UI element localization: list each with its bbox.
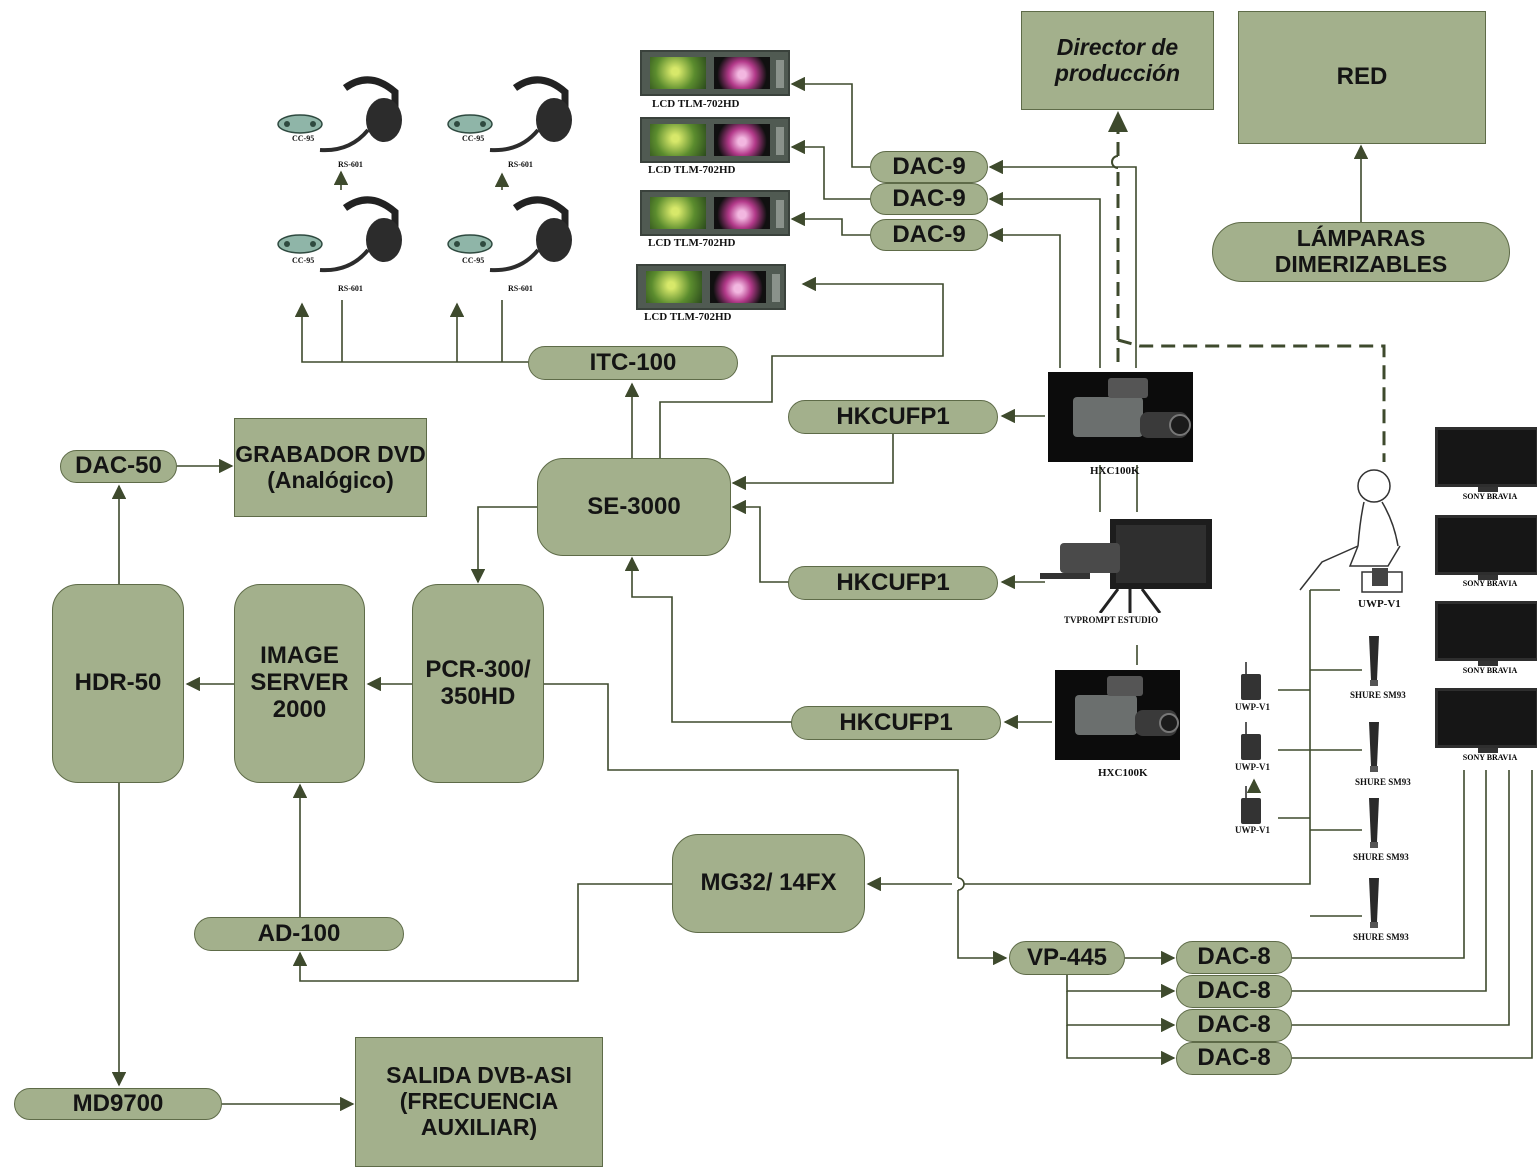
bodypack-icon (1241, 786, 1261, 824)
teleprompter-icon (1040, 519, 1212, 613)
sony-label: SONY BRAVIA (1462, 579, 1518, 588)
bodypack-icon (1241, 722, 1261, 760)
camera-label-bottom: HXC100K (1098, 767, 1148, 779)
sony-label: SONY BRAVIA (1462, 492, 1518, 501)
microphone-icon (1369, 878, 1379, 928)
sony-label: SONY BRAVIA (1462, 666, 1518, 675)
rs601-label: RS-601 (508, 160, 533, 169)
presenter-icon (1299, 469, 1403, 593)
cc95-label: CC-95 (462, 134, 485, 143)
itc100-box: ITC-100 (528, 346, 738, 380)
prompter-label: TVPROMPT ESTUDIO (1064, 615, 1159, 625)
director-box: Director de producción (1021, 11, 1214, 110)
microphone-icon (1369, 722, 1379, 772)
lcd-label-4: LCD TLM-702HD (644, 311, 732, 323)
lamparas-box: LÁMPARAS DIMERIZABLES (1212, 222, 1510, 282)
tv-icon (1435, 515, 1537, 580)
red-box: RED (1238, 11, 1486, 144)
shure-label: SHURE SM93 (1350, 690, 1406, 700)
hkcufp1-box-3: HKCUFP1 (791, 706, 1001, 740)
dac8-box-1: DAC-8 (1176, 941, 1292, 974)
ad100-box: AD-100 (194, 917, 404, 951)
tv-icon (1435, 688, 1537, 753)
dac8-box-2: DAC-8 (1176, 975, 1292, 1008)
microphone-icon (1369, 798, 1379, 848)
lcd-label-3: LCD TLM-702HD (648, 237, 736, 249)
camera-label-top: HXC100K (1090, 465, 1140, 477)
dac9-box-3: DAC-9 (870, 219, 988, 251)
camera-icon (1048, 372, 1193, 462)
lcd-monitor-icon (636, 264, 786, 310)
dac8-box-4: DAC-8 (1176, 1042, 1292, 1075)
lcd-monitor-icon (640, 50, 790, 96)
mg32-box: MG32/ 14FX (672, 834, 865, 933)
cc95-label: CC-95 (292, 134, 315, 143)
pcr-box: PCR-300/ 350HD (412, 584, 544, 783)
lcd-label-1: LCD TLM-702HD (652, 98, 740, 110)
shure-label: SHURE SM93 (1355, 777, 1411, 787)
tv-icon (1435, 427, 1537, 492)
grabador-box: GRABADOR DVD (Analógico) (234, 418, 427, 517)
salida-box: SALIDA DVB-ASI (FRECUENCIA AUXILIAR) (355, 1037, 603, 1167)
cc95-label: CC-95 (292, 256, 315, 265)
tv-icon (1435, 601, 1537, 666)
md9700-box: MD9700 (14, 1088, 222, 1120)
rs601-label: RS-601 (338, 160, 363, 169)
lcd-monitor-icon (640, 190, 790, 236)
dac9-box-2: DAC-9 (870, 183, 988, 215)
shure-label: SHURE SM93 (1353, 932, 1409, 942)
sony-label: SONY BRAVIA (1462, 753, 1518, 762)
dac9-box-1: DAC-9 (870, 151, 988, 183)
vp445-box: VP-445 (1009, 941, 1125, 975)
bodypack-icon (1241, 662, 1261, 700)
cc95-label: CC-95 (462, 256, 485, 265)
camera-icon (1055, 670, 1180, 760)
image-server-box: IMAGE SERVER 2000 (234, 584, 365, 783)
uwp-presenter-label: UWP-V1 (1358, 598, 1401, 610)
rs601-label: RS-601 (508, 284, 533, 293)
uwp-label: UWP-V1 (1235, 702, 1270, 712)
lcd-label-2: LCD TLM-702HD (648, 164, 736, 176)
lcd-monitor-icon (640, 117, 790, 163)
shure-label: SHURE SM93 (1353, 852, 1409, 862)
dac50-box: DAC-50 (60, 450, 177, 483)
se3000-box: SE-3000 (537, 458, 731, 556)
uwp-label: UWP-V1 (1235, 825, 1270, 835)
hkcufp1-box-1: HKCUFP1 (788, 400, 998, 434)
rs601-label: RS-601 (338, 284, 363, 293)
hdr50-box: HDR-50 (52, 584, 184, 783)
hkcufp1-box-2: HKCUFP1 (788, 566, 998, 600)
dac8-box-3: DAC-8 (1176, 1009, 1292, 1042)
microphone-icon (1369, 636, 1379, 686)
uwp-label: UWP-V1 (1235, 762, 1270, 772)
